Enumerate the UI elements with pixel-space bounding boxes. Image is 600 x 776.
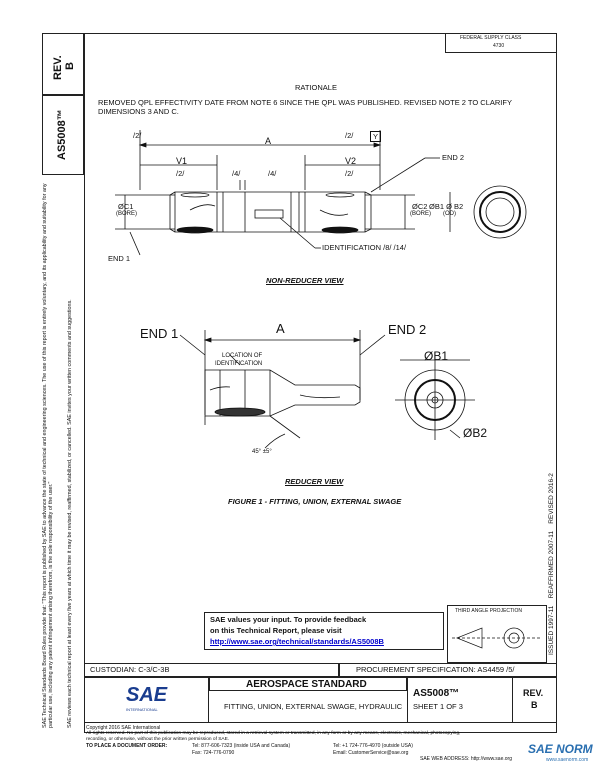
- doc-title: FITTING, UNION, EXTERNAL SWAGE, HYDRAULI…: [224, 702, 403, 711]
- logo-text: SAE: [126, 684, 168, 706]
- non-reducer-drawing: [115, 130, 527, 256]
- rd-b1: ØB1: [424, 349, 449, 363]
- nr-ref-mid-1: /4/: [232, 169, 241, 178]
- nr-identification: IDENTIFICATION /8/ /14/: [322, 243, 407, 252]
- footer-fax1: Fax: 724-776-0790: [192, 750, 235, 756]
- procurement: PROCUREMENT SPECIFICATION: AS4459 /5/: [356, 665, 515, 674]
- watermark-brand: SAE NORM: [528, 742, 593, 756]
- federal-supply-line2: 4730: [493, 43, 505, 49]
- nr-dim-v2: V2: [345, 156, 357, 166]
- title-block-aero-cell: [209, 677, 407, 691]
- rd-location-2: IDENTIFICATION: [215, 361, 263, 367]
- feedback-line2: on this Technical Report, please visit: [210, 626, 342, 635]
- right-margin-dates: ISSUED 1997-11 REAFFIRMED 2007-11 REVISE…: [548, 473, 555, 655]
- nr-ref-top-1: /2/: [133, 131, 142, 140]
- nr-c2: ØC2: [412, 202, 428, 211]
- nr-ref-mid-2: /4/: [268, 169, 277, 178]
- side-notice-2: SAE reviews each technical report at lea…: [67, 299, 73, 728]
- title-block-logo-cell: [84, 677, 209, 723]
- custodian-divider: [338, 663, 340, 677]
- title-block-doc-cell: [407, 677, 513, 723]
- side-docnum-box: [42, 95, 84, 175]
- rd-caption: REDUCER VIEW: [285, 477, 344, 486]
- tb-doc-number: AS5008™: [413, 688, 460, 699]
- feedback-box: [204, 612, 444, 650]
- tb-rev-label: REV.: [523, 688, 544, 698]
- rd-location-1: LOCATION OF: [222, 353, 263, 359]
- tb-rev-value: B: [531, 700, 538, 710]
- nr-bore2: (BORE): [410, 211, 431, 217]
- third-angle-symbol: [452, 627, 540, 649]
- logo-subtext: INTERNATIONAL: [126, 707, 158, 712]
- nr-c1: ØC1: [118, 202, 134, 211]
- footer-rights2: recording, or otherwise, without the pri…: [86, 737, 230, 742]
- rationale-title: RATIONALE: [295, 83, 337, 92]
- custodian: CUSTODIAN: C-3/C-3B: [90, 665, 170, 674]
- footer-tel2: Tel: +1 724-776-4970 (outside USA): [333, 743, 413, 749]
- federal-supply-box: [445, 33, 557, 53]
- footer-copyright: Copyright 2016 SAE International: [86, 725, 161, 731]
- rd-dim-a: A: [276, 321, 285, 336]
- reducer-drawing: [179, 330, 475, 449]
- third-angle-label: THIRD ANGLE PROJECTION: [455, 608, 522, 614]
- side-doc-number: AS5008™: [56, 109, 68, 160]
- rationale-line1: REMOVED QPL EFFECTIVITY DATE FROM NOTE 6…: [98, 98, 512, 107]
- drawing-frame: [84, 33, 557, 733]
- rev-box: [42, 33, 84, 95]
- nr-dim-a: A: [265, 136, 272, 146]
- aero-standard: AEROSPACE STANDARD: [246, 679, 367, 690]
- side-notice-1: SAE Technical Standards Board Rules prov…: [42, 183, 54, 728]
- rev-label: REV.B: [52, 55, 76, 80]
- rationale-line2: DIMENSIONS 3 AND C.: [98, 107, 179, 116]
- rd-b2: ØB2: [463, 426, 488, 440]
- federal-supply-line1: FEDERAL SUPPLY CLASS: [460, 35, 522, 41]
- rd-end2: END 2: [388, 322, 427, 337]
- footer-rights: All rights reserved. No part of this pub…: [86, 731, 461, 736]
- nr-ref-top-2: /2/: [345, 131, 354, 140]
- nr-end1: END 1: [108, 254, 131, 263]
- footer-web[interactable]: SAE WEB ADDRESS: http://www.sae.org: [420, 756, 512, 762]
- footer-email: Email: CustomerService@sae.org: [333, 750, 409, 756]
- rd-angle: 45° ±5°: [252, 449, 272, 455]
- third-angle-box: [447, 605, 547, 663]
- footer-tel1: Tel: 877-606-7323 (inside USA and Canada…: [192, 743, 291, 749]
- watermark-sub: www.saenorm.com: [546, 757, 589, 763]
- nr-ref-v2: /2/: [345, 169, 354, 178]
- feedback-line1: SAE values your input. To provide feedba…: [210, 615, 367, 624]
- tb-sheet: SHEET 1 OF 3: [413, 702, 463, 711]
- nr-end2: END 2: [442, 153, 465, 162]
- nr-dim-v1: V1: [176, 156, 188, 166]
- figure-caption: FIGURE 1 - FITTING, UNION, EXTERNAL SWAG…: [228, 497, 402, 506]
- nr-ref-v1: /2/: [176, 169, 185, 178]
- feedback-link[interactable]: http://www.sae.org/technical/standards/A…: [210, 637, 384, 646]
- rd-end1: END 1: [140, 326, 179, 341]
- custodian-row: [84, 663, 557, 677]
- nr-bore: (BORE): [116, 211, 137, 217]
- nr-b1b2: ØB1 Ø B2: [429, 202, 464, 211]
- footer-order-label: TO PLACE A DOCUMENT ORDER:: [86, 743, 168, 749]
- nr-caption: NON-REDUCER VIEW: [266, 276, 344, 285]
- nr-ref-top-y: Y: [370, 131, 382, 142]
- nr-od: (OD): [443, 211, 456, 217]
